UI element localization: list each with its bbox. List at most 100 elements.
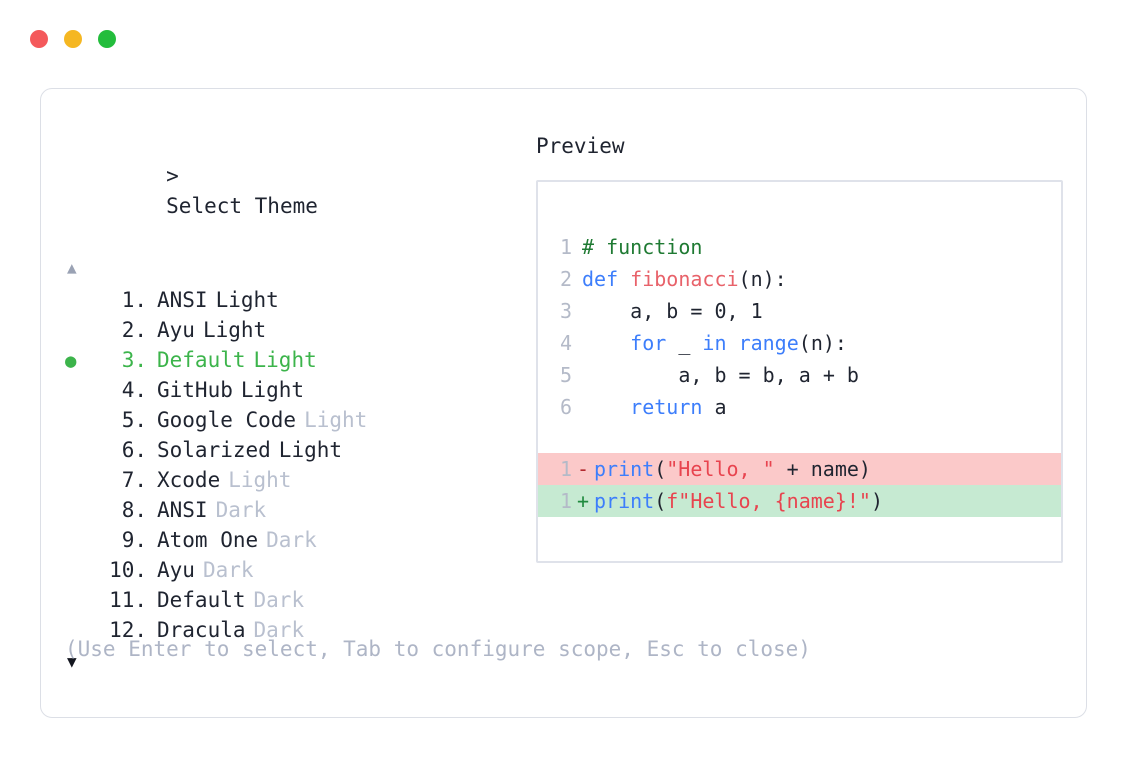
code-token: + name) (774, 457, 871, 481)
maximize-button[interactable] (98, 30, 116, 48)
code-text: a, b = 0, 1 (582, 295, 762, 327)
code-line: 3 a, b = 0, 1 (538, 295, 1061, 327)
theme-index: 10. (109, 558, 147, 582)
diff-marker: - (576, 457, 590, 481)
theme-name: Xcode (157, 468, 221, 492)
code-line: 5 a, b = b, a + b (538, 359, 1061, 391)
code-token: a, b = b, a + b (582, 363, 859, 387)
code-text: return a (582, 391, 727, 423)
theme-name: ANSI (157, 288, 208, 312)
theme-index: 6. (121, 438, 147, 462)
theme-list-item[interactable]: 6. Solarized Light (65, 435, 535, 465)
theme-name: Default (157, 348, 246, 372)
theme-name: Atom One (157, 528, 259, 552)
diff-line-del: 1-print("Hello, " + name) (538, 453, 1061, 485)
code-token: in (702, 331, 727, 355)
theme-variant: Light (202, 318, 267, 342)
theme-index: 8. (121, 498, 147, 522)
code-token: print (594, 489, 655, 513)
code-token (582, 395, 630, 419)
theme-index: 1. (121, 288, 147, 312)
code-spacer (538, 423, 1061, 453)
theme-variant: Light (228, 468, 292, 492)
line-number: 2 (559, 267, 572, 291)
theme-variant: Light (278, 438, 343, 462)
line-number: 4 (559, 331, 572, 355)
theme-name: ANSI (157, 498, 208, 522)
theme-index: 12. (109, 618, 147, 642)
prompt-caret-icon: > (166, 164, 179, 188)
theme-list-item[interactable]: 7. Xcode Light (65, 465, 535, 495)
code-token: def (582, 267, 631, 291)
code-line: 1# function (538, 231, 1061, 263)
theme-name: Google Code (157, 408, 297, 432)
code-text: a, b = b, a + b (582, 359, 859, 391)
theme-variant: Light (240, 378, 305, 402)
theme-index: 4. (121, 378, 147, 402)
code-token: ( (654, 457, 667, 481)
theme-list-item[interactable]: ● 3. Default Light (65, 345, 535, 375)
theme-name: Dracula (157, 618, 246, 642)
theme-list-item[interactable]: 8. ANSI Dark (65, 495, 535, 525)
code-token: ( (654, 489, 667, 513)
code-token: ) (870, 489, 884, 513)
code-text: for _ in range(n): (582, 327, 847, 359)
theme-index: 2. (121, 318, 147, 342)
theme-variant: Light (253, 348, 317, 372)
code-text: print(f"Hello, {name}!") (594, 485, 883, 517)
close-button[interactable] (30, 30, 48, 48)
preview-title: Preview (536, 134, 625, 158)
code-token: "Hello, " (666, 457, 775, 481)
diff-line-add: 1+print(f"Hello, {name}!") (538, 485, 1061, 517)
theme-variant: Dark (215, 498, 267, 522)
prompt-header: > Select Theme (65, 131, 535, 251)
code-token (727, 331, 739, 355)
theme-name: Ayu (157, 318, 195, 342)
minimize-button[interactable] (64, 30, 82, 48)
code-token: for (630, 331, 667, 355)
code-token: fibonacci (630, 267, 739, 291)
theme-variant: Dark (253, 618, 305, 642)
scroll-down-icon[interactable]: ▼ (67, 652, 77, 671)
theme-list-item[interactable]: 2. Ayu Light (65, 315, 535, 345)
theme-list-item[interactable]: 4. GitHub Light (65, 375, 535, 405)
scroll-up-icon[interactable]: ▲ (67, 258, 77, 277)
theme-name: Solarized (157, 438, 271, 462)
theme-index: 3. (121, 348, 147, 372)
code-text: # function (582, 231, 702, 263)
code-token: print (594, 457, 655, 481)
theme-index: 7. (121, 468, 147, 492)
code-text: print("Hello, " + name) (594, 453, 871, 485)
theme-name: GitHub (157, 378, 233, 402)
code-line: 2 def fibonacci(n): (538, 263, 1061, 295)
page-title: Select Theme (166, 194, 318, 218)
line-number: 1 (559, 457, 572, 481)
code-line: 6 return a (538, 391, 1061, 423)
code-text: def fibonacci(n): (582, 263, 787, 295)
code-token (582, 331, 630, 355)
code-token: f"Hello, {name}!" (666, 489, 871, 513)
code-token: a (702, 395, 727, 419)
theme-name: Default (157, 588, 246, 612)
line-number: 5 (559, 363, 572, 387)
window-titlebar (30, 30, 116, 48)
selected-bullet-icon: ● (65, 350, 77, 372)
code-line: 4 for _ in range(n): (538, 327, 1061, 359)
keyboard-hint: (Use Enter to select, Tab to configure s… (65, 637, 811, 661)
code-token: # function (582, 235, 703, 259)
theme-variant: Dark (202, 558, 254, 582)
theme-list-item[interactable]: 12. Dracula Dark (65, 615, 535, 645)
theme-index: 5. (121, 408, 147, 432)
diff-marker: + (576, 489, 590, 513)
code-token: (n): (738, 267, 787, 291)
